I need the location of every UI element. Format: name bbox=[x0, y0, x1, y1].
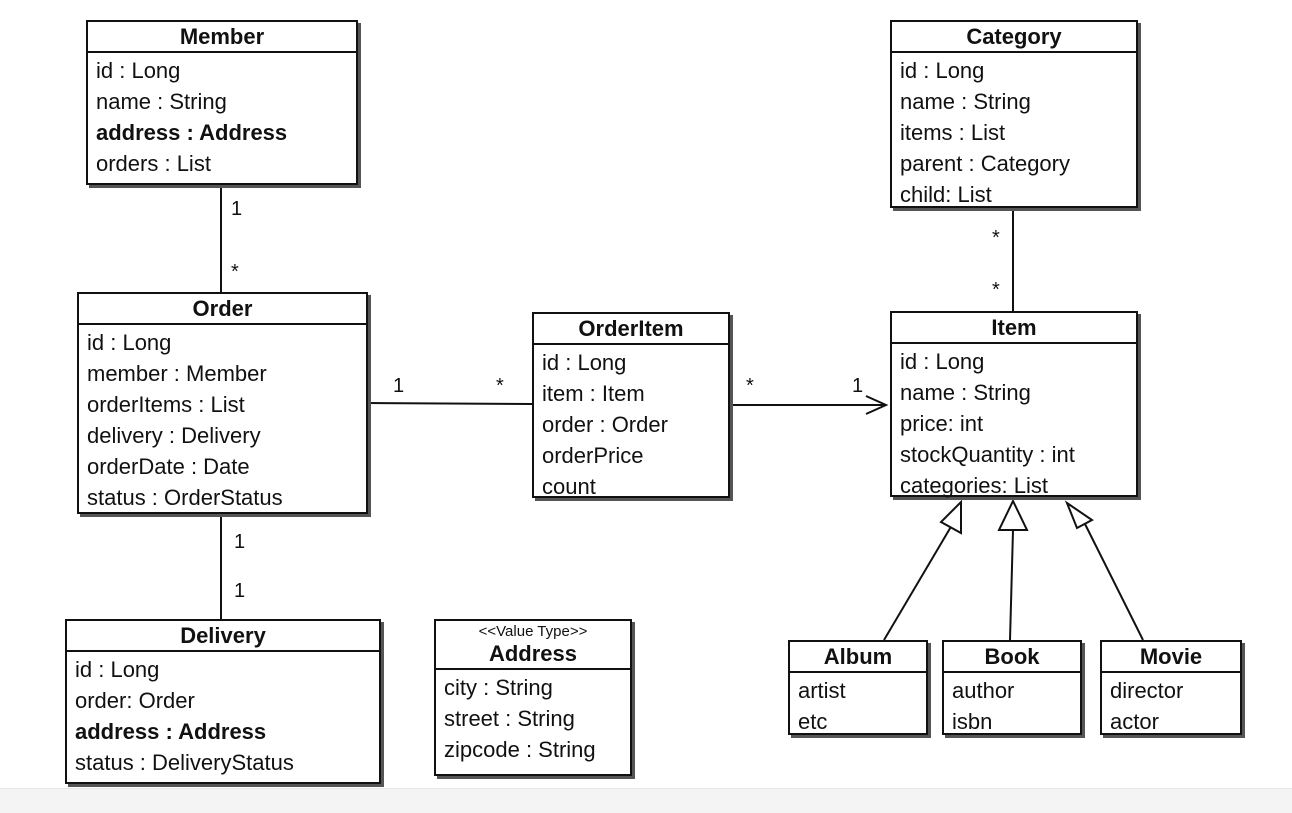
attribute: isbn bbox=[952, 709, 993, 734]
assoc-order-orderitem bbox=[367, 402, 533, 405]
attribute: count bbox=[542, 474, 596, 499]
attribute: zipcode : String bbox=[444, 737, 596, 762]
attribute: item : Item bbox=[542, 381, 645, 406]
class-album-title: Album bbox=[823, 644, 893, 669]
multiplicity-label: * bbox=[992, 279, 1000, 301]
attribute: id : Long bbox=[75, 657, 160, 682]
attribute: parent : Category bbox=[900, 151, 1070, 176]
class-order: Order id : Long member : Member orderIte… bbox=[77, 292, 368, 514]
attribute: etc bbox=[798, 709, 828, 734]
class-movie: Movie director actor bbox=[1100, 640, 1242, 735]
attribute: city : String bbox=[444, 675, 553, 700]
class-address-title: Address bbox=[488, 641, 578, 666]
class-member-attributes: id : Long name : String address : Addres… bbox=[88, 53, 356, 182]
class-movie-attributes: director actor bbox=[1102, 673, 1240, 740]
generalization-album-item bbox=[883, 524, 953, 641]
class-orderitem-title: OrderItem bbox=[578, 316, 684, 341]
class-delivery-title: Delivery bbox=[180, 623, 266, 648]
attribute: name : String bbox=[96, 89, 227, 114]
class-category-attributes: id : Long name : String items : List par… bbox=[892, 53, 1136, 213]
attribute: orderItems : List bbox=[87, 392, 245, 417]
inheritance-arrowhead-movie bbox=[1064, 500, 1094, 530]
multiplicity-label: * bbox=[746, 375, 754, 397]
class-item-title: Item bbox=[991, 315, 1037, 340]
inheritance-arrowhead-album bbox=[939, 499, 962, 535]
multiplicity-label: 1 bbox=[393, 375, 405, 397]
class-album-attributes: artist etc bbox=[790, 673, 926, 740]
class-category-title: Category bbox=[966, 24, 1062, 49]
class-order-header: Order bbox=[79, 294, 366, 325]
class-book-header: Book bbox=[944, 642, 1080, 673]
attribute: id : Long bbox=[542, 350, 627, 375]
attribute: delivery : Delivery bbox=[87, 423, 261, 448]
generalization-movie-item bbox=[1084, 523, 1144, 641]
class-delivery-attributes: id : Long order: Order address : Address… bbox=[67, 652, 379, 781]
multiplicity-label: 1 bbox=[234, 531, 246, 553]
attribute: order : Order bbox=[542, 412, 668, 437]
class-delivery-header: Delivery bbox=[67, 621, 379, 652]
class-orderitem: OrderItem id : Long item : Item order : … bbox=[532, 312, 730, 499]
class-item-header: Item bbox=[892, 313, 1136, 344]
class-book-attributes: author isbn bbox=[944, 673, 1080, 740]
class-item-attributes: id : Long name : String price: int stock… bbox=[892, 344, 1136, 504]
inheritance-arrowhead-book bbox=[997, 498, 1029, 531]
multiplicity-label: 1 bbox=[852, 375, 864, 397]
attribute: stockQuantity : int bbox=[900, 442, 1075, 467]
attribute: member : Member bbox=[87, 361, 267, 386]
attribute: director bbox=[1110, 678, 1184, 703]
class-member-title: Member bbox=[179, 24, 265, 49]
multiplicity-label: * bbox=[231, 261, 239, 283]
attribute: address : Address bbox=[75, 719, 267, 744]
class-category-header: Category bbox=[892, 22, 1136, 53]
attribute: artist bbox=[798, 678, 846, 703]
class-address-header: <<Value Type>> Address bbox=[436, 621, 630, 670]
class-order-title: Order bbox=[192, 296, 253, 321]
multiplicity-label: 1 bbox=[231, 198, 243, 220]
class-movie-title: Movie bbox=[1139, 644, 1203, 669]
class-order-attributes: id : Long member : Member orderItems : L… bbox=[79, 325, 366, 516]
class-delivery: Delivery id : Long order: Order address … bbox=[65, 619, 381, 784]
attribute: id : Long bbox=[900, 349, 985, 374]
attribute: order: Order bbox=[75, 688, 195, 713]
attribute: categories: List bbox=[900, 473, 1048, 498]
attribute: id : Long bbox=[900, 58, 985, 83]
class-address-attributes: city : String street : String zipcode : … bbox=[436, 670, 630, 768]
attribute: items : List bbox=[900, 120, 1006, 145]
class-book-title: Book bbox=[984, 644, 1040, 669]
class-member: Member id : Long name : String address :… bbox=[86, 20, 358, 185]
class-member-header: Member bbox=[88, 22, 356, 53]
bottom-band bbox=[0, 788, 1292, 813]
attribute: status : DeliveryStatus bbox=[75, 750, 294, 775]
stereotype-label: <<Value Type>> bbox=[478, 623, 588, 640]
class-item: Item id : Long name : String price: int … bbox=[890, 311, 1138, 498]
attribute: name : String bbox=[900, 89, 1031, 114]
class-orderitem-attributes: id : Long item : Item order : Order orde… bbox=[534, 345, 728, 505]
attribute: street : String bbox=[444, 706, 575, 731]
class-album: Album artist etc bbox=[788, 640, 928, 735]
attribute: orderDate : Date bbox=[87, 454, 250, 479]
attribute: child: List bbox=[900, 182, 992, 207]
class-address: <<Value Type>> Address city : String str… bbox=[434, 619, 632, 776]
multiplicity-label: 1 bbox=[234, 580, 246, 602]
multiplicity-label: * bbox=[992, 227, 1000, 249]
attribute: id : Long bbox=[96, 58, 181, 83]
attribute: address : Address bbox=[96, 120, 288, 145]
generalization-book-item bbox=[1009, 529, 1014, 641]
attribute: orders : List bbox=[96, 151, 211, 176]
navigability-arrowhead bbox=[865, 395, 889, 415]
class-book: Book author isbn bbox=[942, 640, 1082, 735]
attribute: orderPrice bbox=[542, 443, 644, 468]
attribute: name : String bbox=[900, 380, 1031, 405]
class-movie-header: Movie bbox=[1102, 642, 1240, 673]
attribute: actor bbox=[1110, 709, 1159, 734]
multiplicity-label: * bbox=[496, 375, 504, 397]
attribute: price: int bbox=[900, 411, 984, 436]
class-category: Category id : Long name : String items :… bbox=[890, 20, 1138, 208]
attribute: author bbox=[952, 678, 1015, 703]
class-orderitem-header: OrderItem bbox=[534, 314, 728, 345]
attribute: status : OrderStatus bbox=[87, 485, 283, 510]
attribute: id : Long bbox=[87, 330, 172, 355]
class-album-header: Album bbox=[790, 642, 926, 673]
